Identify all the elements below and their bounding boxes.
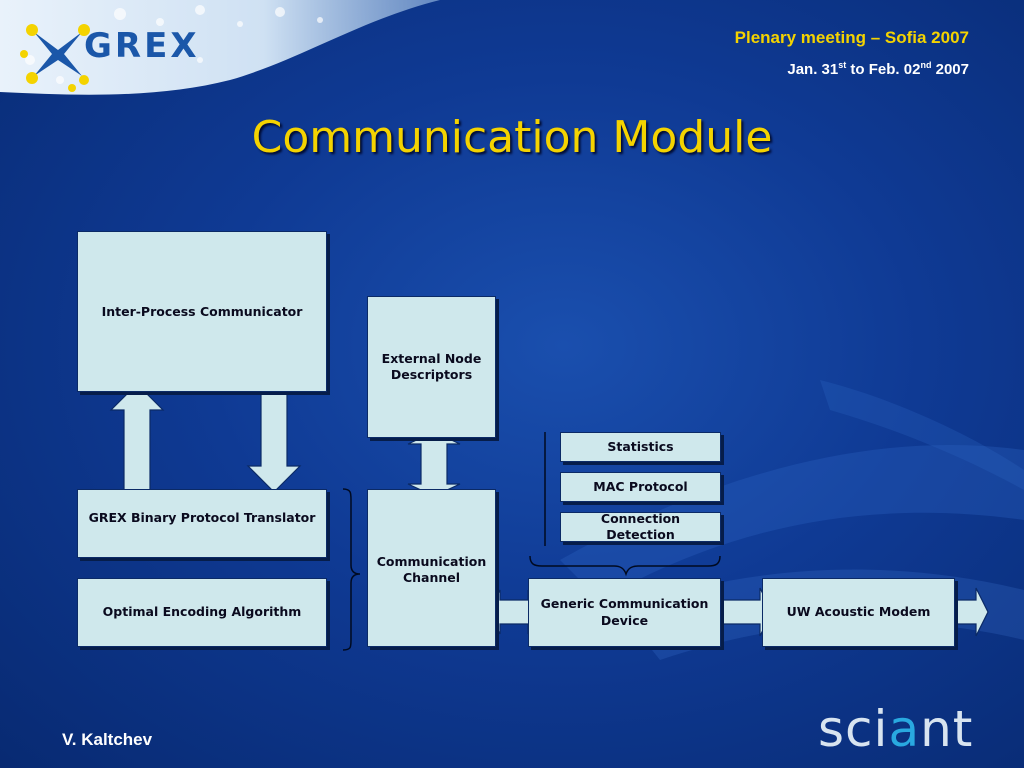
up-arrow-icon (109, 383, 165, 495)
optimal-encoding-box: Optimal Encoding Algorithm (77, 578, 327, 647)
statistics-label: Statistics (607, 438, 674, 454)
communication-channel-box: Communication Channel (367, 489, 496, 647)
uw-acoustic-modem-box: UW Acoustic Modem (762, 578, 955, 647)
mac-protocol-box: MAC Protocol (560, 472, 721, 502)
logo-text: GREX (84, 26, 200, 66)
communication-channel-label: Communication Channel (376, 554, 487, 586)
grex-logo-mark (20, 24, 90, 92)
down-arrow-icon (246, 383, 302, 493)
meeting-title: Plenary meeting – Sofia 2007 (734, 28, 969, 47)
optimal-encoding-label: Optimal Encoding Algorithm (102, 604, 302, 620)
left-brace (342, 488, 361, 651)
mac-protocol-label: MAC Protocol (593, 478, 688, 494)
connection-detection-box: Connection Detection (560, 510, 721, 542)
inter-process-communicator-box: Inter-Process Communicator (77, 231, 327, 392)
slide-title: Communication Module (251, 112, 773, 163)
protocol-translator-label: GREX Binary Protocol Translator (88, 510, 316, 525)
external-node-descriptors-box: External Node Descriptors (367, 296, 496, 438)
generic-communication-device-box: Generic Communication Device (528, 578, 721, 647)
generic-communication-device-label: Generic Communication Device (540, 596, 709, 628)
protocol-translator-box: GREX Binary Protocol Translator (77, 489, 327, 558)
external-node-descriptors-label: External Node Descriptors (381, 350, 482, 382)
uw-acoustic-modem-label: UW Acoustic Modem (786, 604, 931, 620)
bottom-brace (529, 555, 721, 577)
sciant-logo: sciant (818, 700, 974, 758)
inter-process-communicator-label: Inter-Process Communicator (101, 304, 303, 319)
header-band (0, 0, 440, 95)
connection-detection-label: Connection Detection (600, 510, 681, 542)
statistics-box: Statistics (560, 432, 721, 462)
double-arrow-icon (407, 431, 461, 497)
author-name: V. Kaltchev (62, 730, 153, 749)
output-arrow-icon (949, 587, 989, 637)
meeting-dates: Jan. 31st to Feb. 02nd 2007 (787, 60, 969, 78)
